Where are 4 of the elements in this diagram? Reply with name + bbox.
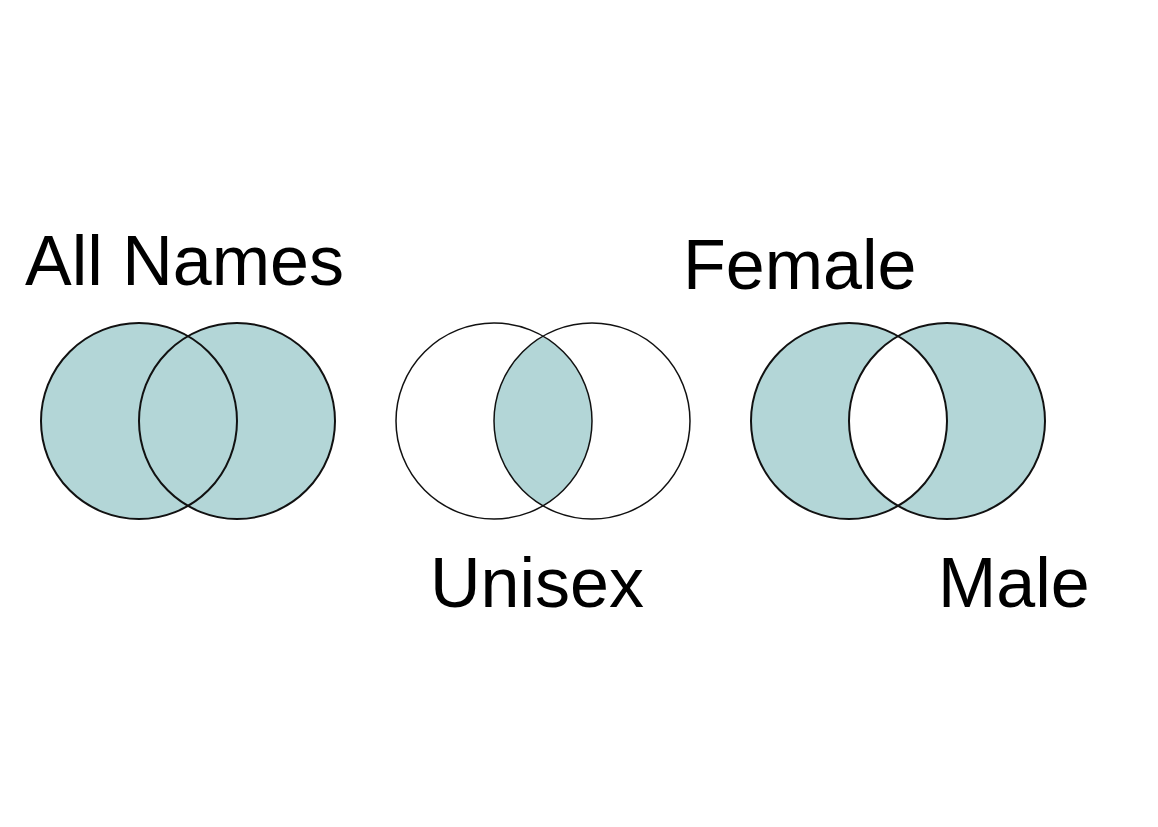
set-label: Female xyxy=(683,230,917,300)
set-label: Male xyxy=(938,548,1090,618)
set-label: All Names xyxy=(25,226,344,296)
set-label: Unisex xyxy=(430,548,644,618)
